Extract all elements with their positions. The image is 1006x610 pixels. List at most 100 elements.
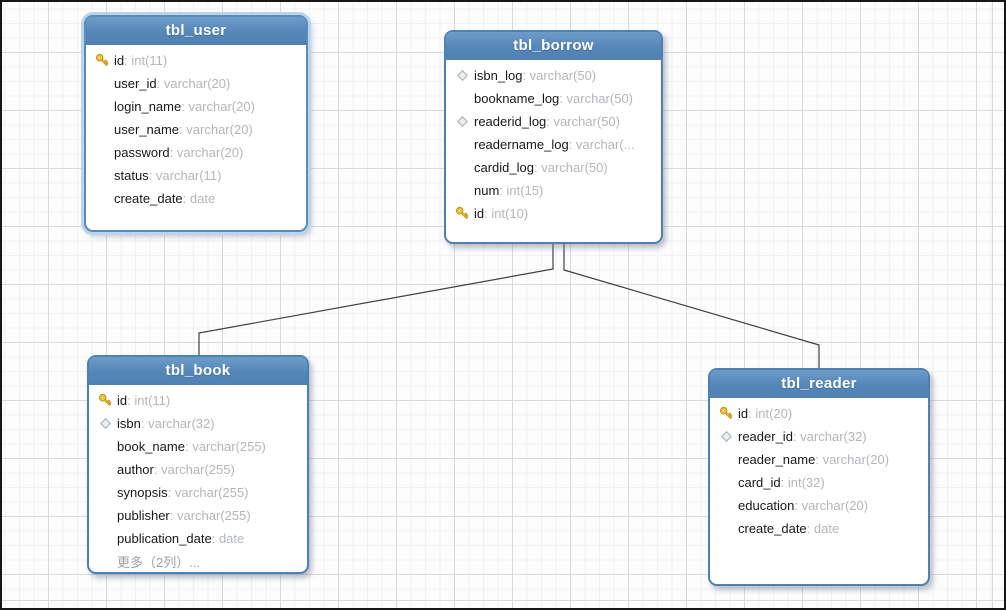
field-row[interactable]: isbnvarchar(32) (89, 412, 307, 435)
field-type: int(11) (124, 53, 167, 68)
field-type: varchar(255) (170, 508, 251, 523)
table-header[interactable]: tbl_book (89, 357, 307, 385)
field-name: login_name (114, 99, 182, 114)
field-row[interactable]: idint(10) (446, 202, 661, 225)
field-type: varchar(11) (149, 168, 222, 183)
field-row[interactable]: reader_namevarchar(20) (710, 448, 928, 471)
table-tbl-user[interactable]: tbl_user idint(11) user_idvarchar(20) lo… (84, 15, 308, 232)
field-row[interactable]: publishervarchar(255) (89, 504, 307, 527)
more-columns-label: 更多（2列）... (117, 555, 201, 570)
field-row[interactable]: book_namevarchar(255) (89, 435, 307, 458)
field-row[interactable]: idint(11) (86, 49, 306, 72)
field-type: int(20) (748, 406, 792, 421)
field-type: varchar(20) (179, 122, 252, 137)
field-row[interactable]: authorvarchar(255) (89, 458, 307, 481)
field-type: varchar(255) (185, 439, 266, 454)
field-type: varchar(50) (534, 160, 607, 175)
field-name: bookname_log (474, 91, 560, 106)
diamond-icon (714, 430, 738, 443)
field-type: int(11) (127, 393, 170, 408)
field-name: publisher (117, 508, 170, 523)
field-row[interactable]: publication_datedate (89, 527, 307, 550)
table-header[interactable]: tbl_reader (710, 370, 928, 398)
field-row[interactable]: idint(20) (710, 402, 928, 425)
field-row[interactable]: isbn_logvarchar(50) (446, 64, 661, 87)
field-name: id (117, 393, 128, 408)
field-list: idint(20) reader_idvarchar(32) reader_na… (710, 398, 928, 540)
field-type: varchar(50) (559, 91, 633, 106)
table-header[interactable]: tbl_user (86, 17, 306, 45)
field-name: create_date (114, 191, 183, 206)
key-icon (93, 392, 117, 409)
field-row[interactable]: numint(15) (446, 179, 661, 202)
diamond-icon (93, 417, 117, 430)
field-row[interactable]: synopsisvarchar(255) (89, 481, 307, 504)
field-name: create_date (738, 521, 807, 536)
field-row[interactable]: reader_idvarchar(32) (710, 425, 928, 448)
field-row[interactable]: card_idint(32) (710, 471, 928, 494)
field-name: isbn (117, 416, 141, 431)
field-row[interactable]: create_datedate (710, 517, 928, 540)
field-type: int(15) (499, 183, 544, 198)
field-type: varchar(20) (794, 498, 868, 513)
field-type: int(32) (781, 475, 825, 490)
table-tbl-book[interactable]: tbl_book idint(11) isbnvarchar(32) book_… (87, 355, 309, 574)
field-name: password (114, 145, 170, 160)
field-row[interactable]: idint(11) (89, 389, 307, 412)
field-name: reader_name (738, 452, 816, 467)
table-tbl-reader[interactable]: tbl_reader idint(20) reader_idvarchar(32… (708, 368, 930, 586)
field-row[interactable]: readerid_logvarchar(50) (446, 110, 661, 133)
diamond-icon (450, 69, 474, 82)
table-title: tbl_book (165, 362, 231, 379)
field-name: card_id (738, 475, 781, 490)
field-row[interactable]: readername_logvarchar(... (446, 133, 661, 156)
field-row[interactable]: bookname_logvarchar(50) (446, 87, 661, 110)
field-name: cardid_log (474, 160, 534, 175)
field-name: id (114, 53, 125, 68)
field-name: readername_log (474, 137, 569, 152)
field-row[interactable]: passwordvarchar(20) (86, 141, 306, 164)
field-type: int(10) (484, 206, 528, 221)
field-type: varchar(... (569, 137, 635, 152)
field-list: idint(11) user_idvarchar(20) login_namev… (86, 45, 306, 210)
field-type: varchar(50) (522, 68, 596, 83)
field-name: publication_date (117, 531, 212, 546)
field-name: isbn_log (474, 68, 523, 83)
field-list: isbn_logvarchar(50) bookname_logvarchar(… (446, 60, 661, 225)
field-row[interactable]: user_namevarchar(20) (86, 118, 306, 141)
field-name: user_name (114, 122, 180, 137)
relationship-line-borrow-book[interactable] (198, 244, 554, 355)
field-name: readerid_log (474, 114, 547, 129)
field-name: status (114, 168, 149, 183)
table-title: tbl_user (165, 22, 227, 39)
field-row[interactable]: educationvarchar(20) (710, 494, 928, 517)
field-type: varchar(20) (170, 145, 243, 160)
more-columns-row[interactable]: 更多（2列）... (89, 550, 307, 573)
field-type: varchar(20) (815, 452, 889, 467)
key-icon (714, 405, 738, 422)
field-name: id (474, 206, 485, 221)
diamond-icon (450, 115, 474, 128)
field-name: user_id (114, 76, 157, 91)
field-list: idint(11) isbnvarchar(32) book_namevarch… (89, 385, 307, 573)
field-row[interactable]: statusvarchar(11) (86, 164, 306, 187)
field-row[interactable]: user_idvarchar(20) (86, 72, 306, 95)
table-header[interactable]: tbl_borrow (446, 32, 661, 60)
field-type: varchar(32) (141, 416, 214, 431)
field-row[interactable]: login_namevarchar(20) (86, 95, 306, 118)
field-type: date (183, 191, 215, 206)
table-title: tbl_reader (781, 375, 857, 392)
key-icon (450, 205, 474, 222)
field-type: varchar(50) (546, 114, 620, 129)
field-name: synopsis (117, 485, 168, 500)
relationship-line-borrow-reader[interactable] (563, 244, 820, 368)
table-tbl-borrow[interactable]: tbl_borrow isbn_logvarchar(50) bookname_… (444, 30, 663, 244)
field-name: author (117, 462, 154, 477)
field-row[interactable]: cardid_logvarchar(50) (446, 156, 661, 179)
field-row[interactable]: create_datedate (86, 187, 306, 210)
field-type: varchar(255) (154, 462, 235, 477)
field-type: varchar(20) (157, 76, 230, 91)
field-type: varchar(255) (168, 485, 249, 500)
